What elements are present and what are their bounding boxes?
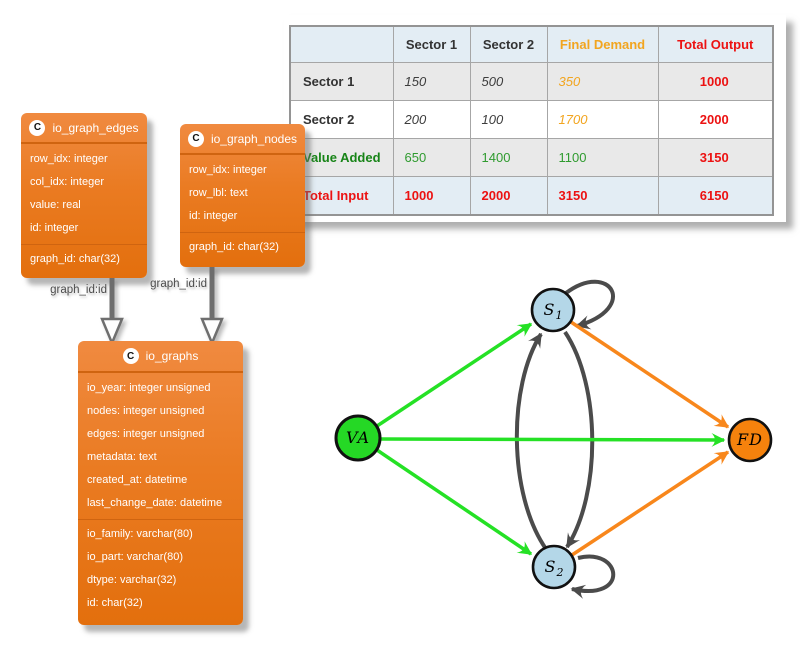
table-cell: 500 bbox=[469, 62, 548, 101]
table-cell: 1400 bbox=[469, 138, 548, 177]
er-table-header: C io_graphs bbox=[78, 341, 243, 373]
table-cell: 650 bbox=[392, 138, 471, 177]
table-cell: 100 bbox=[469, 100, 548, 139]
er-field: created_at: datetime bbox=[87, 474, 188, 486]
row-label: Sector 2 bbox=[289, 100, 394, 139]
er-field-list: row_idx: integer row_lbl: text id: integ… bbox=[180, 155, 305, 228]
table-cell: 2000 bbox=[657, 100, 774, 139]
er-table-name: io_graph_edges bbox=[52, 120, 139, 135]
row-label: Value Added bbox=[289, 138, 394, 177]
er-key-field-list: graph_id: char(32) bbox=[180, 232, 305, 259]
edge-s1-fd bbox=[570, 320, 730, 429]
er-field: row_idx: integer bbox=[189, 164, 267, 176]
connector-arrowhead-icon bbox=[100, 317, 124, 347]
edge-s2-s1 bbox=[514, 332, 548, 551]
table-row-sector1: Sector 1 150 500 350 1000 bbox=[289, 62, 774, 101]
row-label: Total Input bbox=[289, 176, 394, 215]
table-header-row: Sector 1 Sector 2 Final Demand Total Out… bbox=[289, 25, 774, 63]
er-field: row_idx: integer bbox=[30, 153, 108, 165]
node-label-s2: S2 bbox=[544, 557, 564, 579]
connector-label: graph_id:id bbox=[50, 284, 107, 296]
er-field-list: io_year: integer unsigned nodes: integer… bbox=[78, 373, 243, 515]
table-badge-icon: C bbox=[187, 130, 204, 147]
er-field: io_family: varchar(80) bbox=[87, 528, 193, 540]
io-table: Sector 1 Sector 2 Final Demand Total Out… bbox=[289, 25, 774, 216]
node-va bbox=[334, 414, 382, 462]
table-row-total-input: Total Input 1000 2000 3150 6150 bbox=[289, 176, 774, 215]
er-field: id: char(32) bbox=[87, 597, 143, 609]
er-field: edges: integer unsigned bbox=[87, 428, 205, 440]
er-table-header: C io_graph_nodes bbox=[180, 124, 305, 155]
col-header-sector2: Sector 2 bbox=[469, 25, 548, 63]
er-field: dtype: varchar(32) bbox=[87, 574, 177, 586]
er-field: nodes: integer unsigned bbox=[87, 405, 205, 417]
node-label-s1: S1 bbox=[543, 300, 563, 322]
edge-s2-fd bbox=[571, 450, 730, 557]
er-field: last_change_date: datetime bbox=[87, 497, 223, 509]
er-field: io_year: integer unsigned bbox=[87, 382, 211, 394]
er-field: value: real bbox=[30, 199, 81, 211]
row-label: Sector 1 bbox=[289, 62, 394, 101]
er-table-io-graphs: C io_graphs io_year: integer unsigned no… bbox=[78, 341, 243, 625]
er-field: row_lbl: text bbox=[189, 187, 248, 199]
er-field: id: integer bbox=[189, 210, 238, 222]
table-row-value-added: Value Added 650 1400 1100 3150 bbox=[289, 138, 774, 177]
node-s2 bbox=[531, 544, 577, 590]
edge-s1-s2 bbox=[563, 330, 595, 549]
edge-va-fd bbox=[379, 432, 726, 447]
edge-s2-selfloop bbox=[570, 554, 616, 599]
table-cell: 1000 bbox=[657, 62, 774, 101]
table-cell: 1100 bbox=[546, 138, 659, 177]
er-table-io-graph-nodes: C io_graph_nodes row_idx: integer row_lb… bbox=[180, 124, 305, 267]
col-header-final-demand: Final Demand bbox=[546, 25, 659, 63]
er-field: id: integer bbox=[30, 222, 79, 234]
table-row-sector2: Sector 2 200 100 1700 2000 bbox=[289, 100, 774, 139]
table-cell: 3150 bbox=[657, 138, 774, 177]
edge-va-s2 bbox=[376, 448, 533, 556]
table-cell: 150 bbox=[392, 62, 471, 101]
er-table-name: io_graphs bbox=[145, 349, 199, 363]
table-cell: 200 bbox=[392, 100, 471, 139]
table-cell: 1700 bbox=[546, 100, 659, 139]
er-key-field-list: io_family: varchar(80) io_part: varchar(… bbox=[78, 519, 243, 615]
table-cell: 3150 bbox=[546, 176, 659, 215]
io-table-card: Sector 1 Sector 2 Final Demand Total Out… bbox=[284, 15, 786, 222]
er-table-header: C io_graph_edges bbox=[21, 113, 147, 144]
er-table-io-graph-edges: C io_graph_edges row_idx: integer col_id… bbox=[21, 113, 147, 278]
node-s1 bbox=[530, 287, 576, 333]
er-field: graph_id: char(32) bbox=[30, 253, 120, 265]
table-cell: 6150 bbox=[657, 176, 774, 215]
node-fd bbox=[727, 417, 773, 463]
er-key-field-list: graph_id: char(32) bbox=[21, 244, 147, 271]
table-cell: 350 bbox=[546, 62, 659, 101]
col-header-sector1: Sector 1 bbox=[392, 25, 471, 63]
table-cell: 2000 bbox=[469, 176, 548, 215]
er-field: io_part: varchar(80) bbox=[87, 551, 183, 563]
edge-s1-selfloop bbox=[564, 279, 615, 330]
er-field: graph_id: char(32) bbox=[189, 241, 279, 253]
io-network-graph bbox=[334, 279, 773, 599]
node-label-va: VA bbox=[345, 428, 371, 447]
er-table-name: io_graph_nodes bbox=[210, 131, 298, 146]
table-badge-icon: C bbox=[29, 119, 46, 136]
table-badge-icon: C bbox=[122, 348, 139, 364]
er-field: col_idx: integer bbox=[30, 176, 104, 188]
er-field: metadata: text bbox=[87, 451, 157, 463]
edge-va-s1 bbox=[376, 322, 533, 428]
connector-arrowhead-icon bbox=[200, 317, 224, 347]
connector-label: graph_id:id bbox=[150, 278, 207, 290]
col-header-total-output: Total Output bbox=[657, 25, 774, 63]
table-corner-cell bbox=[289, 25, 394, 63]
node-label-fd: FD bbox=[737, 430, 763, 449]
table-cell: 1000 bbox=[392, 176, 471, 215]
er-field-list: row_idx: integer col_idx: integer value:… bbox=[21, 144, 147, 240]
